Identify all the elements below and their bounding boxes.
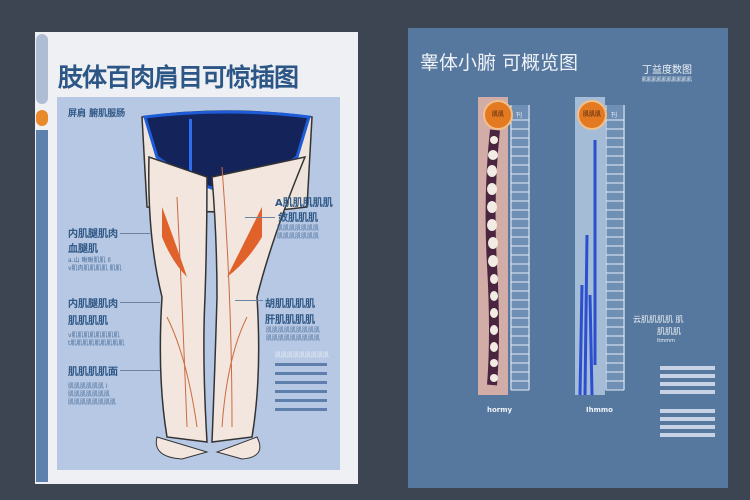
- side-strip: [36, 130, 48, 482]
- legend-line: [660, 433, 715, 437]
- label-subtitle: 敛肌肌肌: [278, 213, 318, 224]
- leader-line: [120, 370, 160, 371]
- corner-label: 屏肩 腑肌服肠: [68, 109, 126, 119]
- side-strip-top: [36, 34, 48, 104]
- left-title: 肢体百肉肩目可惊插图: [58, 63, 299, 92]
- side-title: 丁益度数图: [642, 65, 692, 76]
- label-title: 肌肌肌肌面: [68, 367, 118, 378]
- label-line: 肌肌肌肌肌肌 I: [68, 383, 108, 390]
- leader-line: [120, 302, 160, 303]
- legend-line: [660, 390, 715, 394]
- ruler-label: 刊: [611, 112, 618, 119]
- legend-line: [660, 409, 715, 413]
- legs-illustration: [141, 110, 313, 460]
- leader-line: [120, 233, 150, 234]
- label-subtitle: 血腿肌: [68, 244, 98, 255]
- label-line: 肌肌肌肌肌肌肌肌: [68, 399, 117, 406]
- legend-line: [660, 366, 715, 370]
- label-title: A肌肌肌肌肌: [275, 198, 333, 209]
- label-line: t肌肌肌肌肌肌肌肌肌: [68, 340, 125, 347]
- side-subtitle: 肌肌肌肌肌肌肌肌肌肌: [642, 77, 693, 83]
- leader-line: [235, 300, 263, 301]
- legend-line: [660, 382, 715, 386]
- note-text: 肌肌肌肌肌肌肌肌肌: [275, 352, 330, 359]
- text-lines-graphic: [275, 363, 327, 405]
- label-line: 肌肌肌肌肌肌肌肌肌: [266, 335, 321, 342]
- label-line: 肌肌肌肌肌肌肌: [277, 233, 320, 240]
- label-line: 肌肌肌肌肌肌肌: [277, 225, 320, 232]
- leader-line: [245, 217, 275, 218]
- label-line: 肌肌肌肌肌肌肌: [68, 391, 111, 398]
- label-line: 肌肌肌肌肌肌肌肌肌: [266, 327, 321, 334]
- label-line: v肌肉肌肌肌肌 肌肌: [68, 265, 122, 272]
- column1-label: hormy: [487, 406, 513, 414]
- label-line: a.山 瞅瞅肌肌 Il: [68, 257, 111, 264]
- label-title: 内肌腿肌肉: [68, 299, 118, 310]
- legend-line: [660, 417, 715, 421]
- label-subtitle: 肌肌肌肌: [68, 316, 108, 327]
- legend-title: 云肌肌肌肌 肌: [633, 315, 684, 324]
- columns-graphic: [478, 97, 625, 396]
- column2-badge: 肌肌肌: [577, 100, 607, 130]
- legend-note: ltmmm: [657, 338, 675, 344]
- text-lines-graphic: [275, 408, 327, 411]
- column2-label: Ihmmo: [586, 406, 613, 414]
- legend-line: [660, 374, 715, 378]
- label-subtitle: 肝肌肌肌肌: [265, 315, 315, 326]
- ruler-label: 刊: [516, 112, 523, 119]
- legend-subtitle: 肌肌肌: [657, 327, 681, 336]
- label-title: 内肌腿肌肉: [68, 229, 118, 240]
- column1-badge: 肌肌: [483, 100, 513, 130]
- legend-line: [660, 425, 715, 429]
- label-line: v肌肌肌肌肌肌肌肌: [68, 332, 120, 339]
- label-title: 胡肌肌肌肌: [265, 299, 315, 310]
- side-strip-marker: [36, 110, 48, 126]
- right-title: 睾体小腑 可概览图: [420, 52, 579, 74]
